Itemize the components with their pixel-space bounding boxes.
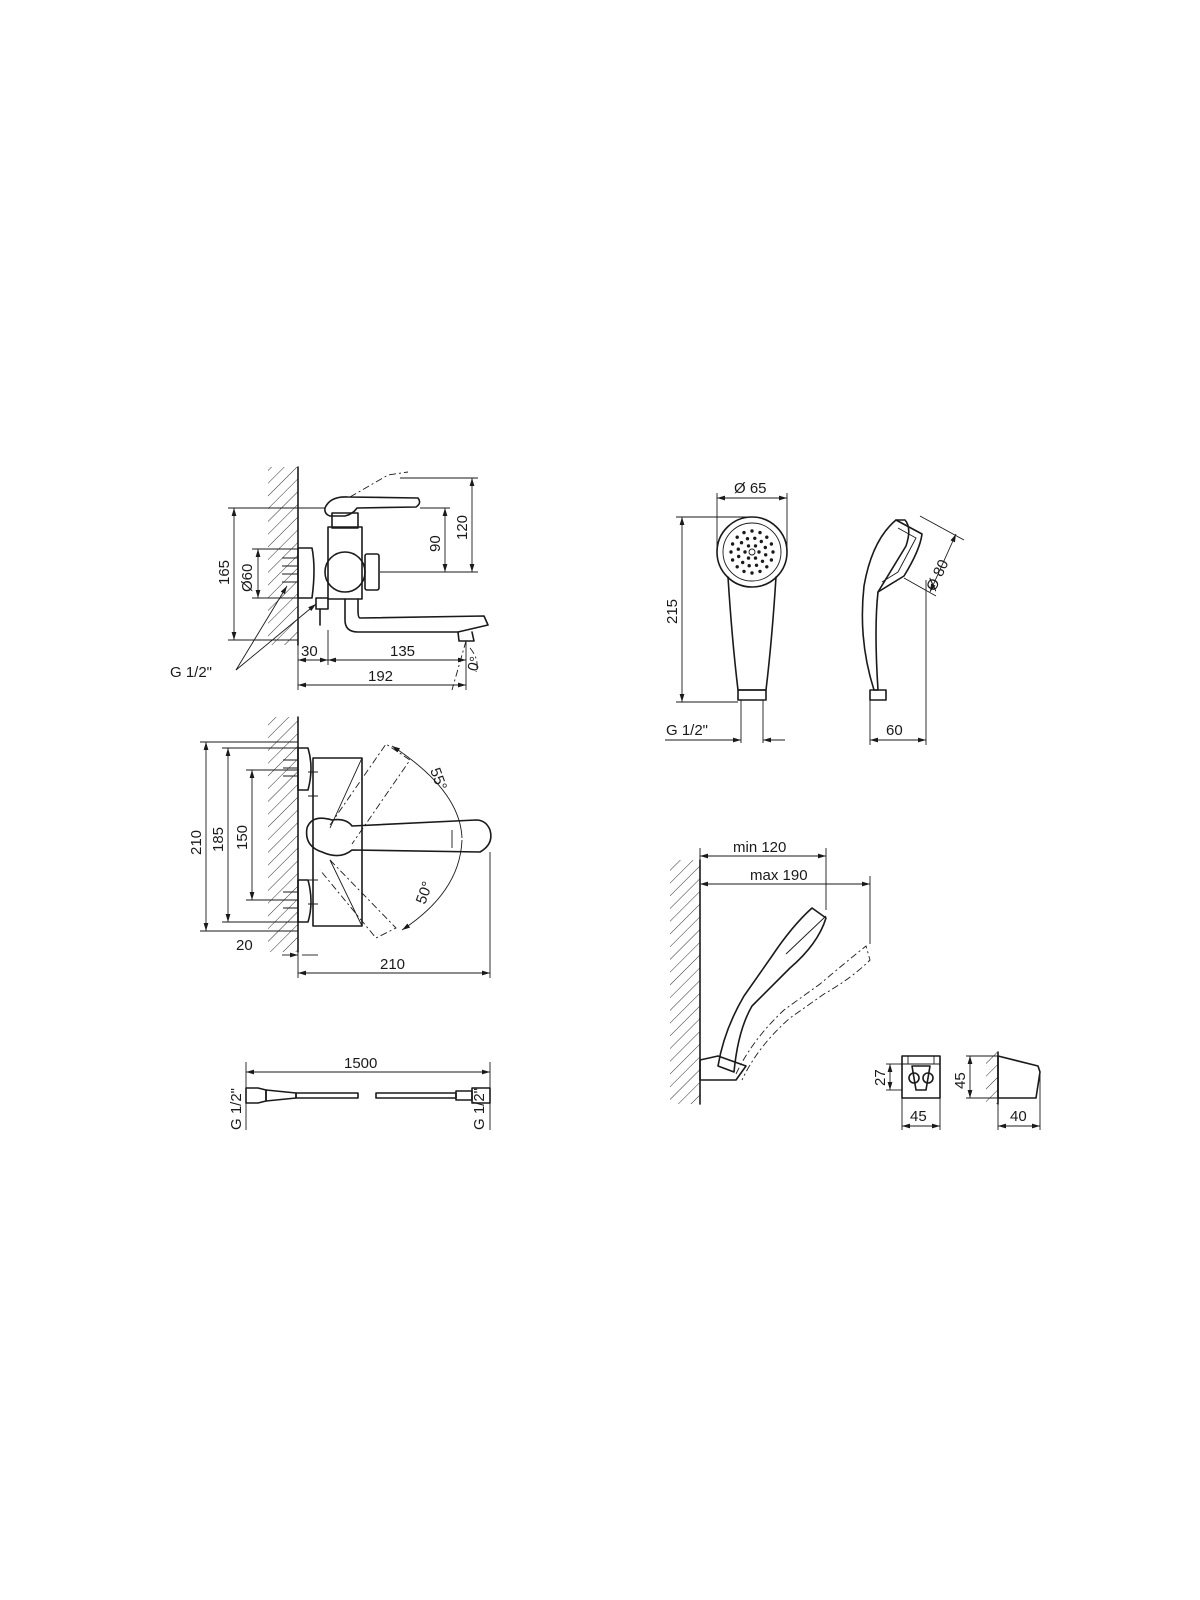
nozzle-dot — [759, 539, 763, 544]
dim-head-dia: Ø 65 — [734, 480, 767, 497]
nozzle-dot — [741, 560, 745, 565]
nozzle-dot — [757, 550, 761, 554]
shower-tilted — [735, 945, 871, 1081]
hose-thread-left: G 1/2" — [228, 1088, 245, 1130]
diverter-knob — [364, 553, 380, 591]
wall-hatch — [268, 467, 298, 645]
dim-flange-dia: Ø60 — [239, 564, 256, 592]
dim-angle-down: 50° — [413, 879, 437, 906]
nozzle-dot — [746, 544, 751, 548]
holder-front-outline — [901, 1055, 941, 1099]
hose-right — [375, 1092, 457, 1099]
nozzle-dot — [771, 550, 775, 554]
dim-width-total: 210 — [188, 830, 205, 855]
nozzle-dot — [735, 535, 739, 539]
holder-base — [699, 1055, 747, 1081]
dim-holder-side-height: 45 — [952, 1072, 969, 1089]
dim-angle-up: 55° — [426, 766, 450, 793]
spout — [344, 598, 489, 633]
dim-lever-height: 120 — [454, 515, 471, 540]
wall-hatch — [986, 1052, 998, 1104]
dim-shower-length: 215 — [664, 599, 681, 624]
dim-min-reach: min 120 — [733, 839, 786, 856]
nozzle-dot — [730, 542, 735, 546]
nozzle-dot — [742, 569, 746, 574]
nozzle-dot — [753, 556, 758, 560]
nozzle-dot — [729, 550, 733, 554]
nozzle-dot — [743, 550, 747, 554]
dim-shower-depth: 60 — [886, 722, 903, 739]
dim-width-185: 185 — [210, 827, 227, 852]
dim-max-reach: max 190 — [750, 867, 808, 884]
dim-holder-height-27: 27 — [872, 1069, 889, 1086]
nozzle-dot — [764, 553, 768, 557]
nozzle-dot — [758, 530, 762, 535]
dim-side-head-dia: Ø 80 — [923, 557, 952, 594]
shower-upright — [717, 907, 827, 1073]
dim-body-height: 90 — [427, 535, 444, 552]
dim-hose-length: 1500 — [344, 1055, 377, 1072]
holder-setup-view: min 120 max 190 — [670, 839, 871, 1105]
nozzle-dot — [750, 571, 754, 575]
shower-handle — [727, 576, 777, 691]
nozzle-dot — [765, 535, 769, 539]
dim-holder-width: 45 — [910, 1108, 927, 1125]
wall-hatch — [268, 717, 298, 952]
nozzle-dot — [739, 541, 744, 545]
nozzle-dot — [769, 542, 774, 546]
dim-holder-depth: 40 — [1010, 1108, 1027, 1125]
dim-total-length: 192 — [368, 668, 393, 685]
nozzle-dot — [760, 559, 765, 563]
nozzle-dot — [750, 529, 754, 533]
nozzle-dot — [737, 554, 741, 559]
nozzle-dot — [736, 547, 740, 551]
shower-side-view: 60 Ø 80 — [861, 515, 965, 745]
nozzle-center — [748, 548, 756, 556]
dim-wall-offset: 30 — [301, 643, 318, 660]
thread-label: G 1/2" — [170, 664, 212, 681]
holder-front-view: 27 45 — [872, 1055, 941, 1130]
dim-length: 210 — [380, 956, 405, 973]
hose-left — [295, 1092, 359, 1099]
nozzle-dot — [746, 556, 751, 560]
lever — [324, 496, 421, 517]
flange — [297, 547, 315, 599]
dim-total-height: 165 — [216, 560, 233, 585]
nozzle-pattern — [729, 529, 775, 575]
nozzle-dot — [735, 565, 739, 569]
shower-thread: G 1/2" — [666, 722, 708, 739]
mixer-body — [312, 757, 363, 927]
nozzle-dot — [745, 537, 750, 541]
holder-side-outline — [997, 1055, 1041, 1099]
dim-centers: 150 — [234, 825, 251, 850]
mixer-top-view: 55° 50° 210 185 150 20 210 — [188, 716, 492, 978]
nozzle-dot — [754, 563, 759, 567]
nozzle-dot — [730, 558, 735, 562]
lever — [305, 817, 492, 857]
shower-side-outline — [861, 519, 910, 691]
nozzle-dot — [753, 544, 758, 548]
shower-front-view: G 1/2" Ø 65 215 — [664, 480, 788, 743]
holder-side-view: 45 40 — [952, 1051, 1041, 1130]
nozzle-dot — [742, 530, 746, 535]
hose-view: 1500 G 1/2" G 1/2" — [228, 1055, 491, 1130]
nozzle-dot — [747, 564, 751, 568]
dim-wall-offset: 20 — [236, 937, 253, 954]
dim-angle: 0° — [464, 655, 484, 673]
nozzle-dot — [758, 569, 762, 574]
nozzle-dot — [769, 558, 774, 562]
nozzle-dot — [753, 536, 757, 540]
nozzle-dot — [763, 545, 767, 550]
nozzle-dot — [765, 565, 769, 569]
dim-spout-reach: 135 — [390, 643, 415, 660]
mixer-side-view: 165 Ø60 120 90 30 135 192 0° G 1/2" — [170, 466, 489, 691]
wall-hatch — [670, 860, 700, 1104]
hose-thread-right: G 1/2" — [471, 1088, 488, 1130]
